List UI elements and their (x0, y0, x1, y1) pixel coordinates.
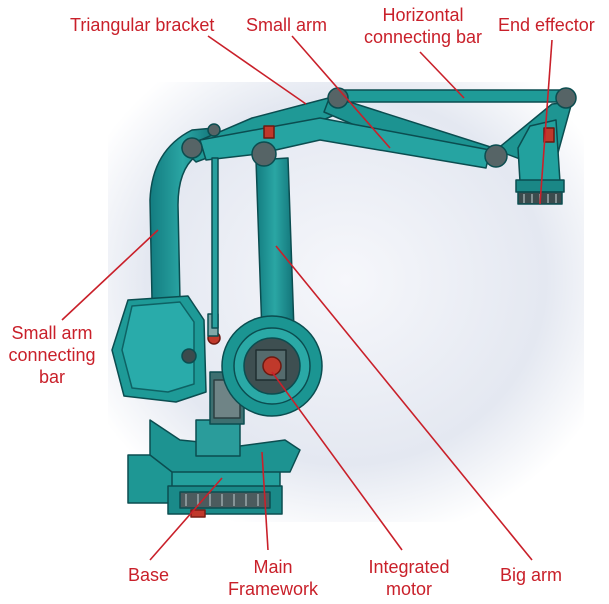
label-small-arm-connecting-bar-line1: Small arm (11, 323, 93, 343)
label-horizontal-connecting-bar-line1: Horizontal (382, 5, 464, 25)
label-integrated-motor-line2: motor (385, 579, 432, 599)
robot (111, 87, 577, 518)
label-small-arm-connecting-bar: Small arm connecting bar (4, 322, 100, 388)
label-small-arm-connecting-bar-line2: connecting (8, 345, 96, 365)
leader-small-arm-connecting-bar (61, 229, 159, 321)
horizontal-connecting-bar-part (335, 89, 569, 103)
label-small-arm-connecting-bar-line3: bar (38, 367, 65, 387)
leader-integrated-motor (271, 371, 403, 551)
leader-lines (61, 35, 553, 561)
label-main-framework-line2: Framework (227, 579, 318, 599)
label-horizontal-connecting-bar-line2: connecting bar (363, 27, 483, 47)
leader-end-effector (539, 39, 553, 205)
label-main-framework-line1: Main (253, 557, 293, 577)
label-horizontal-connecting-bar: Horizontal connecting bar (356, 4, 490, 48)
label-integrated-motor: Integrated motor (356, 556, 462, 600)
label-end-effector: End effector (498, 15, 595, 35)
leader-base (149, 477, 223, 561)
label-small-arm: Small arm (246, 15, 328, 35)
label-base: Base (128, 565, 170, 585)
label-big-arm: Big arm (500, 565, 563, 585)
big-arm-part (255, 157, 295, 335)
integrated-motor-part (221, 315, 323, 417)
leader-triangular-bracket (207, 35, 307, 105)
label-integrated-motor-line1: Integrated (368, 557, 450, 577)
leader-main-framework (261, 451, 269, 551)
leader-small-arm (291, 35, 391, 149)
leader-horizontal-connecting-bar (419, 51, 465, 99)
leader-big-arm (275, 245, 533, 561)
label-triangular-bracket: Triangular bracket (70, 15, 215, 35)
label-main-framework: Main Framework (216, 556, 330, 600)
